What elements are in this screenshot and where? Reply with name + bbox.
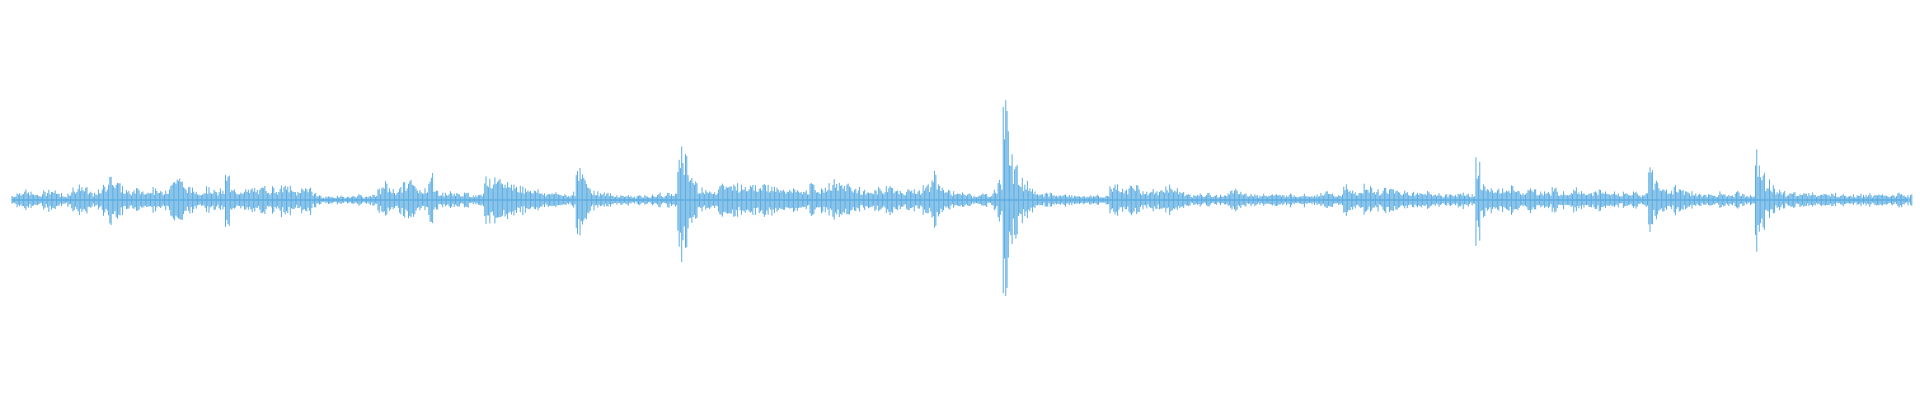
waveform-series	[11, 100, 1913, 297]
